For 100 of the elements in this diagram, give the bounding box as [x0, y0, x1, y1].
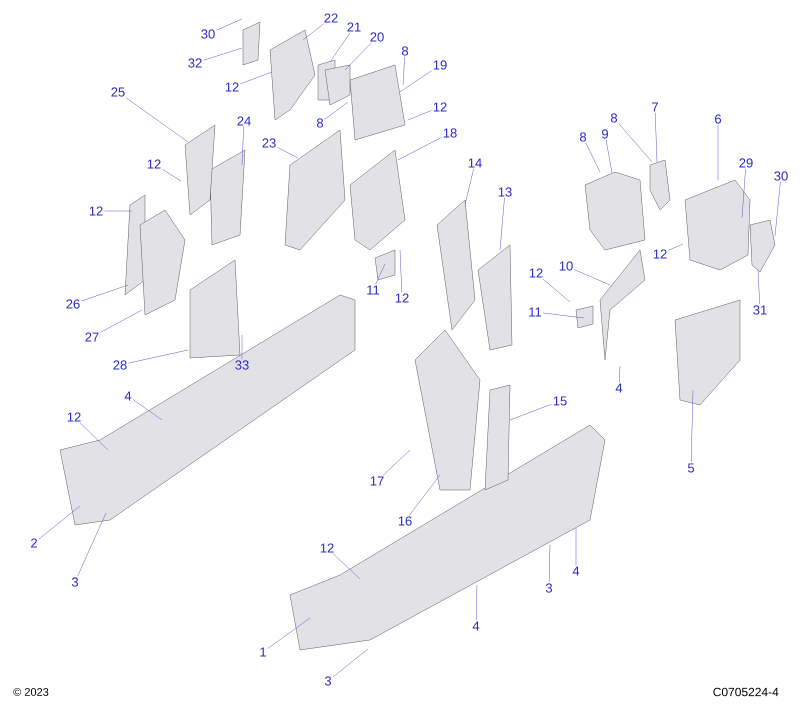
- leader-line: [100, 310, 142, 333]
- callout-number: 5: [688, 463, 694, 473]
- leader-line: [542, 278, 570, 302]
- callout-number: 30: [774, 171, 788, 181]
- callout-number: 23: [262, 138, 276, 148]
- callout-number: 2: [31, 538, 37, 548]
- leader-line: [375, 264, 386, 285]
- leader-line: [240, 72, 272, 84]
- callout-number: 12: [90, 206, 103, 216]
- callout-number: 26: [66, 299, 80, 309]
- callout-number: 30: [201, 29, 215, 39]
- callout-number: 25: [111, 87, 125, 97]
- callout-number: 12: [434, 102, 447, 112]
- leader-line: [408, 110, 432, 120]
- leader-line: [38, 506, 80, 540]
- callout-number: 8: [610, 113, 618, 123]
- leader-line: [774, 182, 781, 236]
- leader-line: [398, 137, 442, 160]
- callout-number: 3: [72, 577, 78, 587]
- leader-line: [542, 312, 584, 318]
- leader-line: [80, 422, 108, 450]
- callout-number: 13: [498, 187, 512, 197]
- leader-line: [77, 512, 106, 576]
- callout-number: 12: [320, 543, 334, 553]
- leader-line: [574, 269, 610, 286]
- callout-number: 8: [316, 118, 324, 128]
- leader-line: [402, 56, 405, 86]
- copyright-note: © 2023: [13, 688, 48, 696]
- callout-number: 7: [652, 102, 658, 112]
- leader-line: [268, 618, 310, 649]
- callout-number: 18: [444, 128, 457, 138]
- callout-number: 10: [560, 261, 573, 271]
- leader-line: [464, 168, 474, 206]
- leader-line: [476, 584, 478, 621]
- leader-line: [324, 102, 348, 120]
- leader-line: [400, 70, 432, 92]
- leader-line: [128, 350, 188, 364]
- callout-number: 6: [715, 114, 722, 124]
- callout-number: 12: [148, 159, 161, 169]
- leader-line: [668, 244, 684, 251]
- callout-number: 3: [324, 676, 332, 686]
- leader-line: [126, 98, 188, 142]
- leader-line: [132, 399, 162, 420]
- leader-line: [216, 18, 242, 31]
- callout-number: 4: [124, 392, 132, 400]
- callout-number: 29: [739, 158, 753, 168]
- leader-line: [690, 390, 694, 462]
- leader-line: [81, 284, 128, 302]
- callout-number: 22: [324, 13, 338, 23]
- leader-line: [242, 126, 244, 166]
- leader-line: [302, 23, 324, 40]
- callout-number: 12: [654, 249, 667, 259]
- leader-line: [332, 648, 368, 678]
- leader-line: [409, 474, 440, 516]
- leader-line: [742, 168, 746, 218]
- leader-line: [104, 210, 132, 212]
- callout-number: 15: [554, 396, 567, 406]
- callout-number: 4: [472, 622, 480, 630]
- leader-line: [606, 140, 612, 174]
- callout-number: 12: [68, 412, 81, 422]
- callout-number: 1: [260, 648, 266, 656]
- callout-number: 11: [529, 308, 542, 316]
- callout-number: 20: [370, 32, 384, 42]
- callout-number: 24: [237, 116, 251, 126]
- callout-number: 3: [546, 583, 552, 593]
- callout-number: 32: [188, 58, 202, 68]
- leader-line: [203, 48, 242, 61]
- leader-line: [382, 450, 410, 476]
- callout-number: 33: [235, 360, 249, 370]
- leader-line: [654, 112, 658, 162]
- figure-number: C0705224-4: [713, 688, 778, 696]
- leader-line: [510, 404, 552, 420]
- callout-number: 11: [367, 286, 380, 294]
- callout-number: 17: [370, 476, 384, 486]
- callout-number: 8: [580, 132, 586, 142]
- callout-number: 12: [396, 293, 409, 303]
- callout-number: 4: [572, 566, 580, 576]
- callout-number: 14: [468, 158, 482, 168]
- leader-line: [758, 270, 760, 304]
- callout-number: 8: [402, 46, 408, 56]
- leader-line: [344, 42, 372, 70]
- callout-number: 16: [398, 516, 412, 526]
- leader-line: [400, 250, 402, 292]
- leader-line: [500, 198, 505, 250]
- leader-line: [332, 553, 360, 580]
- callout-number: 27: [85, 332, 99, 342]
- leader-line: [277, 147, 298, 158]
- leader-line: [330, 32, 350, 62]
- callout-number: 4: [616, 384, 622, 392]
- leader-line: [586, 142, 600, 172]
- callout-number: 31: [753, 305, 767, 315]
- callout-number: 12: [226, 82, 239, 92]
- callout-number: 12: [530, 268, 543, 278]
- callout-number: 19: [434, 60, 447, 70]
- leader-line: [618, 123, 652, 162]
- callout-number: 9: [602, 129, 608, 139]
- leader-line: [162, 169, 182, 182]
- callout-number: 21: [347, 22, 361, 32]
- callout-number: 28: [113, 360, 127, 370]
- leader-line: [548, 544, 550, 582]
